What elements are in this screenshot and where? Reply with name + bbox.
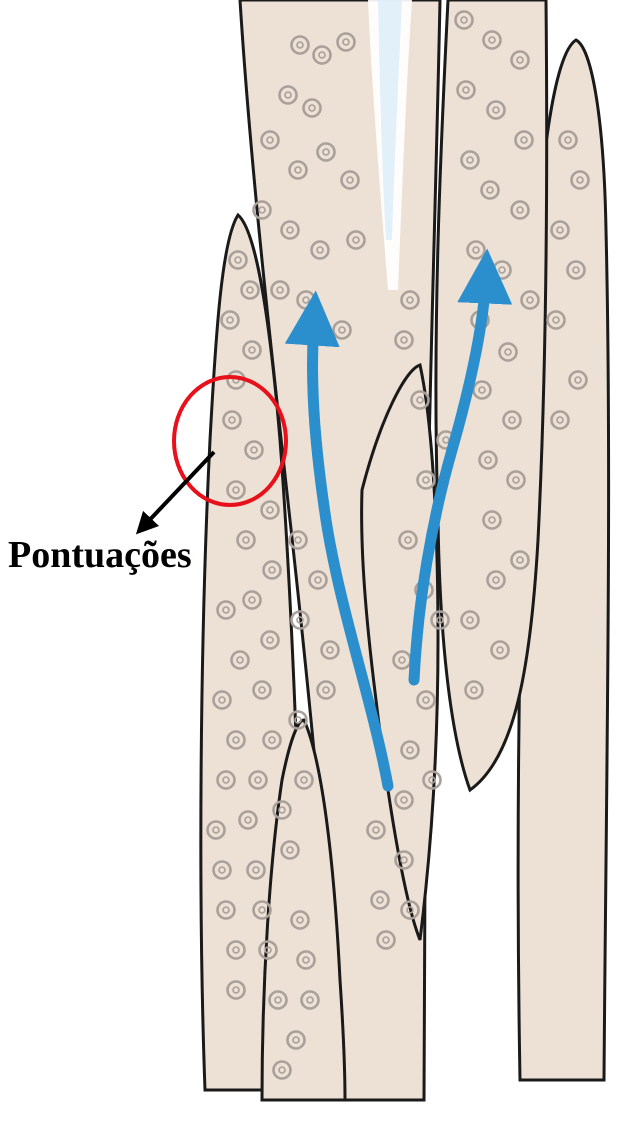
pit-label: Pontuações — [8, 534, 192, 576]
cell-group — [201, 0, 609, 1100]
